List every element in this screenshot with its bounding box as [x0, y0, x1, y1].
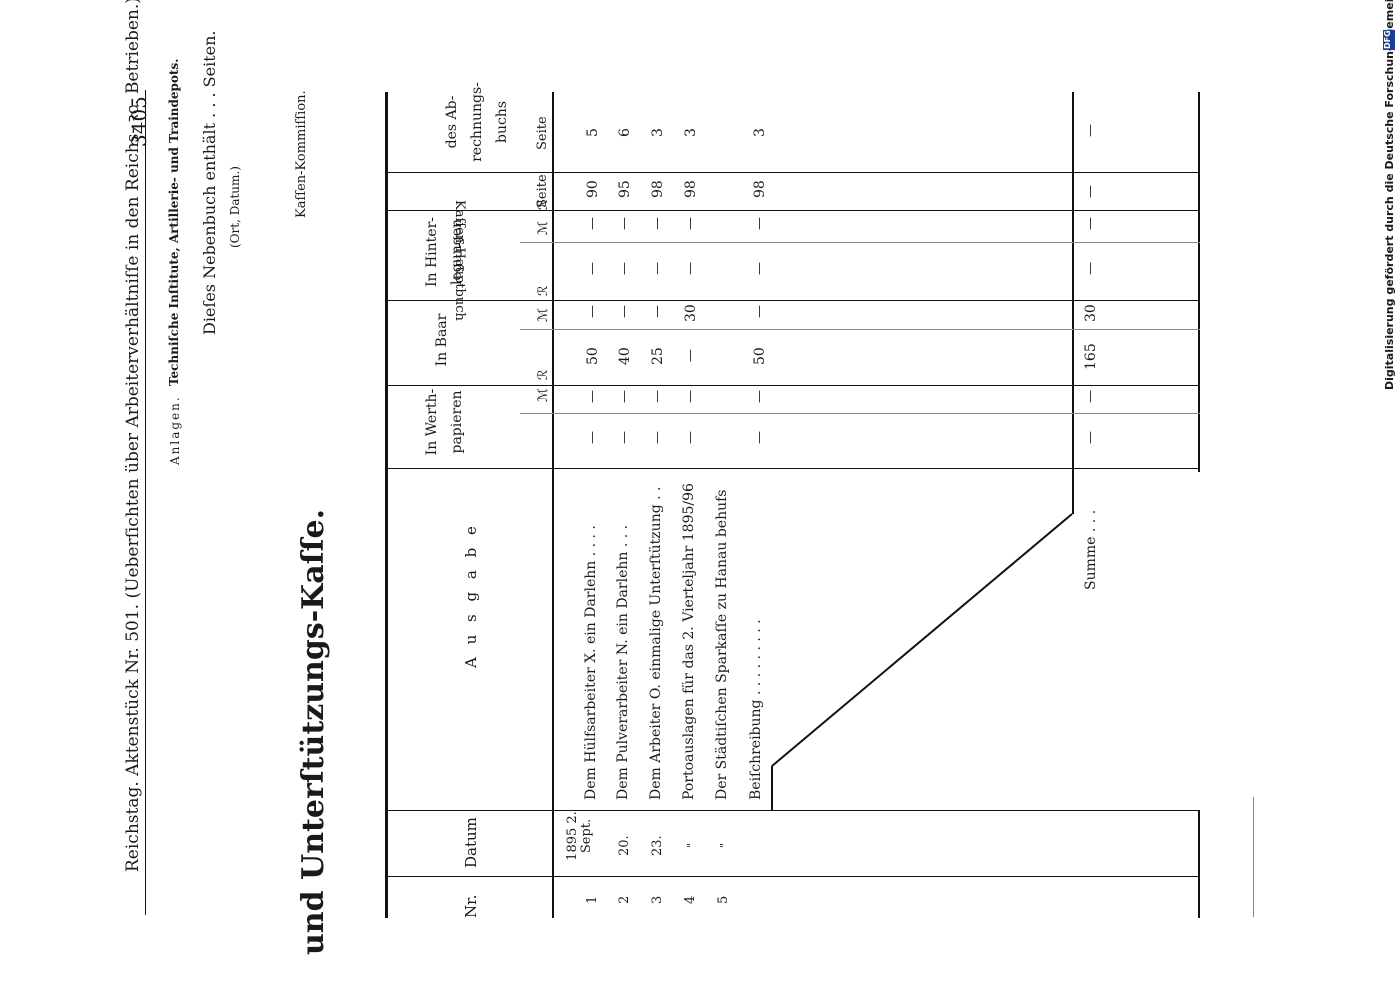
summe-khb: —: [1083, 185, 1098, 198]
row-3-ausgabe: Dem Arbeiter O. einmalige Unterſtützung …: [648, 486, 664, 800]
row-3-arb: 3: [650, 128, 666, 137]
dfg-logo: DFG: [1383, 30, 1395, 50]
dfg-credit: Digitalisierung gefördert durch die Deut…: [1383, 0, 1396, 390]
row-5-nr: 5: [716, 895, 731, 904]
row-1-hint-pf: —: [585, 217, 600, 230]
row-4-datum: ": [685, 842, 698, 848]
col-sep-baar-hint: [385, 300, 1200, 301]
row-2-baar-m: 40: [617, 347, 633, 365]
row-3-hint-pf: —: [650, 217, 665, 230]
pf-sep-wp: [520, 413, 1200, 414]
row-1-arb: 5: [585, 128, 601, 137]
summe-baar-m: 165: [1083, 343, 1099, 370]
header-ausgabe: A u s g a b e: [462, 522, 480, 668]
row-3-khb: 98: [650, 180, 666, 198]
row-4-baar-m: —: [683, 349, 698, 362]
row-3-wp-m: —: [650, 431, 665, 444]
row-5-khb: 98: [752, 180, 768, 198]
row-5-ausgabe-cont: Beiſchreibung . . . . . . . . .: [748, 619, 764, 800]
col-sep-ausgabe-wp: [385, 468, 1200, 469]
row-3-datum: 23.: [650, 835, 665, 856]
table-rule-top: [385, 92, 388, 918]
row-2-arb: 6: [617, 128, 633, 137]
row-3-baar-m: 25: [650, 347, 666, 365]
header-wp-pf: ℛ: [536, 369, 551, 380]
row-3-wp-pf: —: [650, 390, 665, 403]
summe-baar-pf: 30: [1083, 304, 1099, 322]
header-nr: Nr.: [462, 894, 480, 918]
row-4-wp-m: —: [683, 431, 698, 444]
row-5-wp-pf: —: [752, 390, 767, 403]
row-4-arb: 3: [683, 128, 699, 137]
row-2-wp-pf: —: [617, 390, 632, 403]
col-sep-hint-khb: [385, 210, 1200, 211]
row-5-ausgabe: Der Städtiſchen Sparkaſſe zu Hanau behuf…: [714, 489, 730, 800]
row-2-hint-pf: —: [617, 217, 632, 230]
col-sep-wp-baar: [385, 385, 1200, 386]
row-5-hint-m: —: [752, 262, 767, 275]
summe-wp-pf: —: [1083, 390, 1098, 403]
summe-wp-m: —: [1083, 431, 1098, 444]
row-5-datum: ": [718, 842, 731, 848]
header-hint-mark: ℳ: [536, 221, 551, 235]
row-5-arb: 3: [752, 128, 768, 137]
summe-arb: —: [1083, 124, 1098, 137]
col-sep-datum-ausgabe: [385, 810, 1200, 811]
row-5-baar-m: 50: [752, 347, 768, 365]
row-4-nr: 4: [683, 895, 698, 904]
row-2-baar-pf: —: [617, 305, 632, 318]
header-arb-seite: Seite: [535, 116, 550, 150]
header-wp-mark: ℳ: [536, 388, 551, 402]
row-3-nr: 3: [650, 895, 665, 904]
row-5-wp-m: —: [752, 431, 767, 444]
header-rule: [145, 90, 146, 915]
row-2-datum: 20.: [617, 835, 632, 856]
table-rule-bottom-left: [1198, 810, 1200, 918]
header-abrechnungsbuch: des Ab- rechnungs- buchs: [444, 82, 511, 162]
row-4-baar-pf: 30: [683, 304, 699, 322]
row-3-baar-pf: —: [650, 305, 665, 318]
scan-edge: [1253, 797, 1254, 917]
row-4-khb: 98: [683, 180, 699, 198]
summe-hint-pf: —: [1083, 217, 1098, 230]
pf-sep-baar: [520, 329, 1200, 330]
row-1-baar-pf: —: [585, 305, 600, 318]
row-2-wp-m: —: [617, 431, 632, 444]
col-sep-nr-datum: [385, 876, 1200, 877]
row-4-wp-pf: —: [683, 390, 698, 403]
table-rule-bottom-right: [1198, 92, 1200, 472]
row-2-ausgabe: Dem Pulverarbeiter N. ein Darlehn . . .: [615, 524, 631, 800]
col-sep-khb-arb: [385, 172, 1200, 173]
header-baar-pf: ℛ: [536, 285, 551, 296]
row-4-hint-m: —: [683, 262, 698, 275]
row-2-nr: 2: [617, 895, 632, 904]
summe-hint-m: —: [1083, 262, 1098, 275]
row-1-ausgabe: Dem Hülfsarbeiter X. ein Darlehn . . . .: [583, 525, 599, 800]
summe-rule: [1072, 92, 1074, 514]
header-datum: Datum: [462, 817, 480, 868]
row-5-baar-pf: —: [752, 305, 767, 318]
row-1-hint-m: —: [585, 262, 600, 275]
summe-label: Summe . . .: [1083, 509, 1099, 590]
row-1-baar-m: 50: [585, 347, 601, 365]
header-kassenhauptbuch: Kaſſen-Hauptbuch: [452, 200, 467, 321]
row-1-datum: 1895 2. Sept.: [565, 811, 594, 861]
row-1-wp-pf: —: [585, 390, 600, 403]
header-baar-mark: ℳ: [536, 308, 551, 322]
pf-sep-hint: [520, 242, 1200, 243]
row-4-ausgabe: Portoauslagen für das 2. Vierteljahr 189…: [681, 483, 697, 800]
row-1-wp-m: —: [585, 431, 600, 444]
row-4-hint-pf: —: [683, 217, 698, 230]
row-3-hint-m: —: [650, 262, 665, 275]
row-1-khb: 90: [585, 180, 601, 198]
header-hint-pf: ℛ: [536, 199, 551, 210]
row-2-khb: 95: [617, 180, 633, 198]
row-2-hint-m: —: [617, 262, 632, 275]
header-wertpapiere: In Werth- papieren: [424, 388, 466, 456]
row-1-nr: 1: [585, 895, 600, 904]
table-rule-header-bottom: [552, 92, 554, 918]
row-5-hint-pf: —: [752, 217, 767, 230]
